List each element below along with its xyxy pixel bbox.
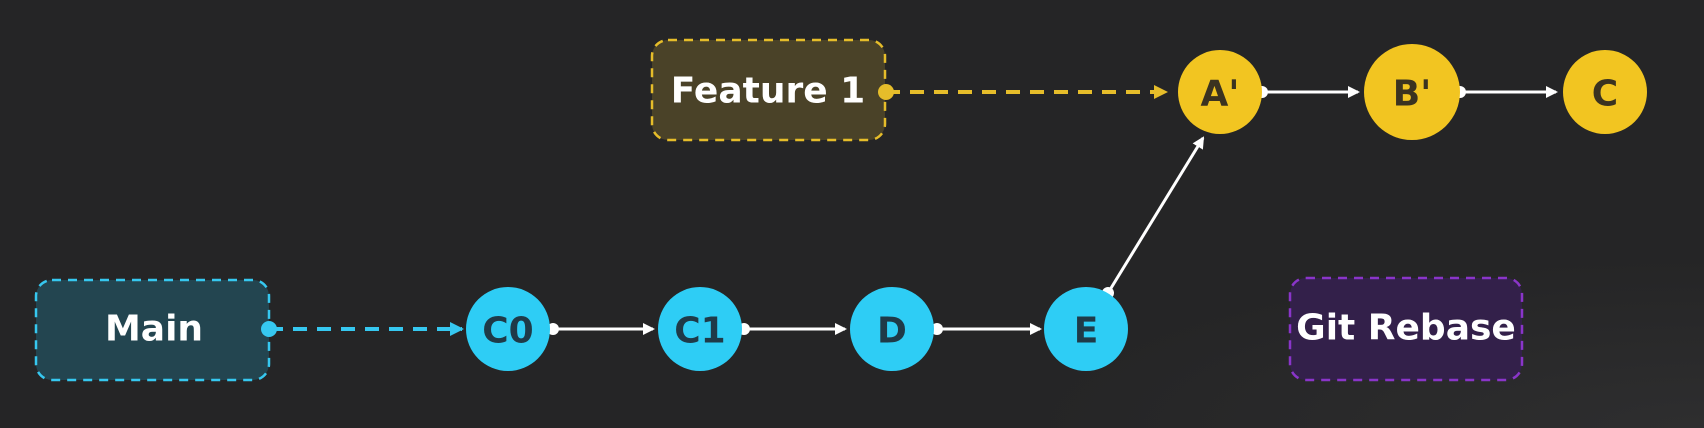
commit-node-c1: C1 (658, 287, 742, 371)
git-rebase-label-text: Git Rebase (1296, 308, 1516, 349)
commit-node-b-prime: B' (1364, 44, 1460, 140)
branch-label-feature: Feature 1 (650, 38, 887, 142)
commit-node-e: E (1044, 287, 1128, 371)
edge-c0-c1-dot (547, 323, 559, 335)
commit-node-c0: C0 (466, 287, 550, 371)
branch-label-main-text: Main (105, 309, 203, 350)
main-pointer-dot (261, 321, 277, 337)
commit-label-c0: C0 (482, 311, 533, 352)
feature-pointer-dot (878, 84, 894, 100)
commit-node-c: C (1563, 50, 1647, 134)
commit-label-e: E (1074, 311, 1099, 352)
commit-label-c1: C1 (674, 311, 725, 352)
branch-label-feature-text: Feature 1 (671, 71, 865, 112)
commit-label-b-prime: B' (1393, 74, 1431, 115)
branch-label-main: Main (34, 278, 271, 382)
commit-node-d: D (850, 287, 934, 371)
edge-e-a-prime (1106, 136, 1205, 294)
commit-label-d: D (877, 311, 907, 352)
commit-node-a-prime: A' (1178, 50, 1262, 134)
commit-label-c: C (1592, 74, 1618, 115)
git-rebase-label: Git Rebase (1288, 276, 1524, 382)
commit-label-a-prime: A' (1201, 74, 1240, 115)
edge-d-e-dot (931, 323, 943, 335)
